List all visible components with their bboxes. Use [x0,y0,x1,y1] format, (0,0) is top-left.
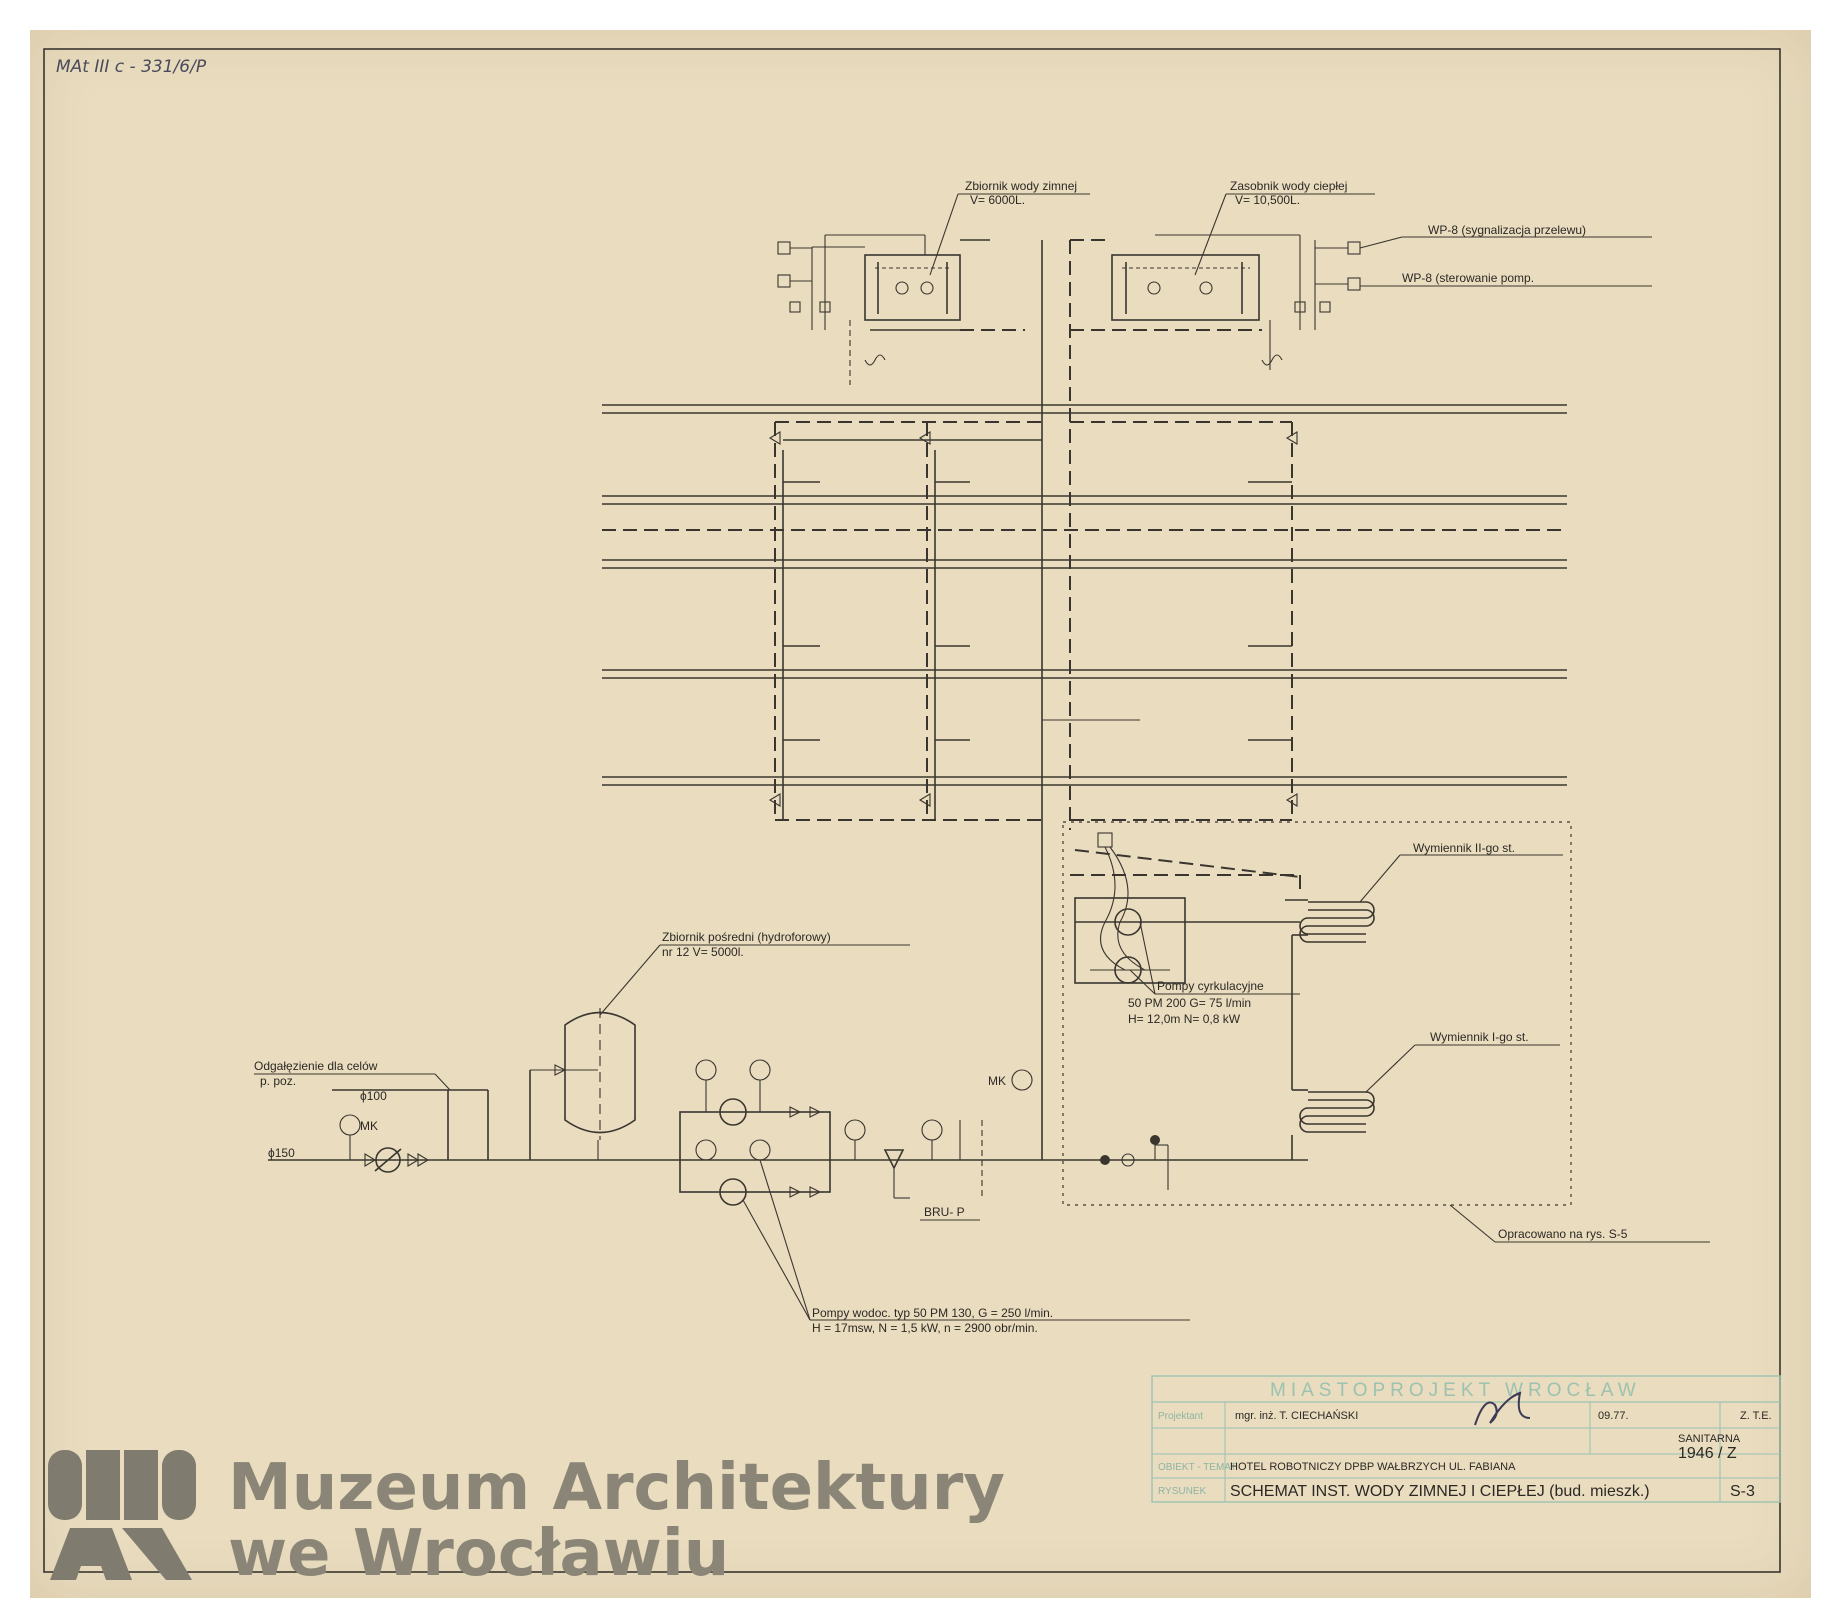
project-number: 1946 / Z [1678,1445,1737,1462]
hot-supply-line [1100,1135,1169,1190]
circulation-pumps-spec-2: H= 12,0m N= 0,8 kW [1128,1012,1241,1026]
cold-tank-volume: V= 6000L. [970,193,1025,207]
meter-label-mk-2: MK [988,1074,1006,1088]
museum-watermark: Muzeum Architektury we Wrocławiu [48,1450,1005,1591]
branch-label-2: p. poz. [260,1074,296,1088]
drawing-frame [43,48,1781,1573]
hydrophore-tank-title: Zbiornik pośredni (hydroforowy) [662,930,831,944]
heat-exchanger-1 [1291,935,1375,1160]
signature [1474,1391,1531,1426]
circulation-pumps-title: Pompy cyrkulacyjne [1157,979,1264,993]
hot-tank-volume: V= 10,500L. [1235,193,1300,207]
hot-water-storage [1070,234,1361,370]
exchanger-2-label: Wymiennik II-go st. [1413,841,1515,855]
object-label: OBIEKT - TEMAT [1158,1462,1236,1473]
drawing-title: SCHEMAT INST. WODY ZIMNEJ I CIEPŁEJ (bud… [1230,1483,1650,1500]
wp8-pump-label: WP-8 (sterowanie pomp. [1402,271,1534,285]
water-pumps-station [679,830,1043,1206]
circulation-pumps-spec-1: 50 PM 200 G= 75 l/min [1128,996,1251,1010]
designer-name: mgr. inż. T. CIECHAŃSKI [1235,1409,1358,1422]
object-name: HOTEL ROBOTNICZY DPBP WAŁBRZYCH UL. FABI… [1230,1461,1516,1473]
dept-code: Z. T.E. [1740,1410,1772,1422]
floor-slabs [602,404,1567,786]
water-pumps-spec-2: H = 17msw, N = 1,5 kW, n = 2900 obr/min. [812,1321,1038,1335]
risers [768,240,1298,830]
wp8-overflow-label: WP-8 (sygnalizacja przelewu) [1428,223,1586,237]
watermark-line-2: we Wrocławiu [228,1517,729,1591]
leader-lines [254,193,1710,1321]
office-stamp: MIASTOPROJEKT WROCŁAW [1270,1380,1641,1401]
labels: Zbiornik wody zimnej V= 6000L. Zasobnik … [254,179,1628,1335]
title-block: MIASTOPROJEKT WROCŁAW Projektant mgr. in… [1151,1375,1781,1503]
museum-logo [48,1450,196,1580]
hydrophore-tank-spec: nr 12 V= 5000l. [662,945,744,959]
plumbing-schematic: MAt III c - 331/6/P [43,48,1781,1591]
sheet-number: S-3 [1730,1483,1755,1500]
drawing-sheet: MAt III c - 331/6/P [30,30,1811,1598]
circulation-pumps [1074,832,1301,984]
heat-exchanger-2 [1070,874,1375,943]
hot-tank-title: Zasobnik wody ciepłej [1230,179,1347,193]
drawing-label: RYSUNEK [1158,1486,1206,1497]
branch-name: SANITARNA [1678,1433,1741,1445]
cold-water-tank [777,234,1025,385]
branch-label-1: Odgałęzienie dla celów [254,1059,378,1073]
cold-tank-title: Zbiornik wody zimnej [965,179,1077,193]
meter-label-mk: MK [360,1119,378,1133]
role-label: Projektant [1158,1411,1203,1422]
detail-boundary [1062,821,1572,1206]
exchanger-1-label: Wymiennik I-go st. [1430,1030,1529,1044]
diameter-100-label: ϕ100 [360,1089,387,1103]
pressure-reducer-label: BRU- P [924,1205,965,1219]
worked-out-note: Opracowano na rys. S-5 [1498,1227,1628,1241]
catalog-number: MAt III c - 331/6/P [56,57,207,77]
diameter-150-label: ϕ150 [268,1146,295,1160]
watermark-line-1: Muzeum Architektury [228,1451,1005,1525]
date: 09.77. [1598,1410,1629,1422]
water-pumps-spec-1: Pompy wodoc. typ 50 PM 130, G = 250 l/mi… [812,1306,1053,1320]
hydrophore-tank [554,1008,636,1160]
main-supply-line [268,1069,1308,1173]
